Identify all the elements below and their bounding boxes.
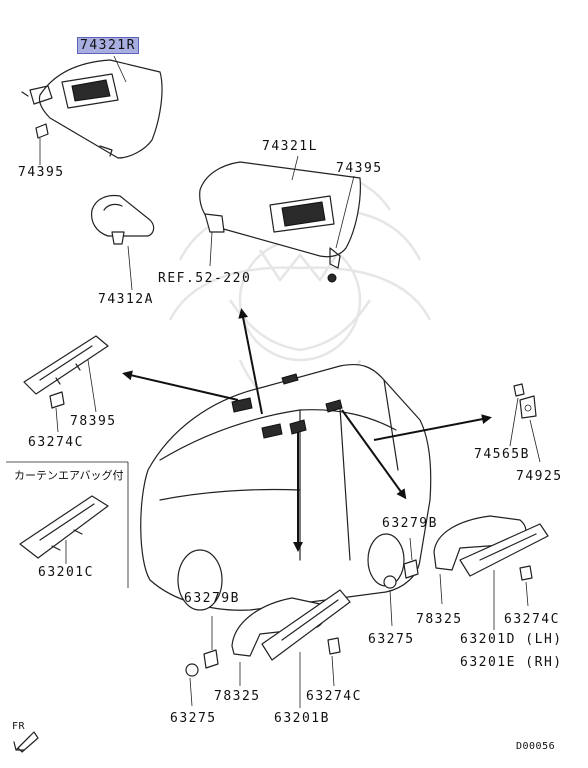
leader-mirror	[127, 245, 133, 291]
label-mirror: 74312A	[98, 292, 154, 307]
leader-clip-top-right	[335, 175, 355, 249]
rail-bracket	[19, 495, 109, 559]
label-grip-l-assy: 63201B	[274, 711, 330, 726]
label-grip-r-cap: 63275	[368, 632, 415, 647]
label-note: カーテンエアバッグ付	[14, 469, 124, 482]
leader-hook-clip	[529, 419, 541, 463]
label-grip-r-lh: 63201D (LH)	[460, 632, 563, 647]
label-hook-part: 74565B	[474, 447, 530, 462]
assist-grip-right	[383, 515, 549, 589]
label-grip-l-spacer: 78325	[214, 689, 261, 704]
leader-grip-l-bolt	[331, 655, 335, 687]
leader-grip-r-bolt	[525, 581, 529, 607]
label-ref: REF.52-220	[158, 271, 252, 286]
note-box	[6, 461, 129, 588]
leader-grip-r-spacer	[439, 573, 443, 605]
label-grip-r-rh: 63201E (RH)	[460, 655, 563, 670]
label-grip-r-spacer: 78325	[416, 612, 463, 627]
label-visor-lh: 74321L	[262, 139, 318, 154]
bracket-left	[23, 335, 109, 409]
rearview-mirror	[91, 194, 155, 245]
leader-bracket-left	[87, 359, 97, 413]
label-visor-rh: 74321R	[77, 37, 139, 54]
label-fr: FR	[12, 721, 26, 732]
label-diagram-code: D00056	[516, 741, 556, 752]
label-clip-top-right: 74395	[336, 161, 383, 176]
leader-grip-r-screwcap	[409, 537, 413, 561]
sun-visor-lh	[199, 161, 361, 283]
hook-parts	[513, 383, 537, 419]
label-grip-l-screwcap: 63279B	[184, 591, 240, 606]
label-grip-r-bolt: 63274C	[504, 612, 560, 627]
leader-grip-l-cap	[189, 677, 193, 707]
label-clip-top-left: 74395	[18, 165, 65, 180]
vehicle-outline	[140, 363, 432, 611]
leader-bolt-left	[55, 407, 59, 433]
label-bracket-left: 78395	[70, 414, 117, 429]
label-grip-l-bolt: 63274C	[306, 689, 362, 704]
assist-grip-left	[185, 589, 351, 677]
label-bolt-left: 63274C	[28, 435, 84, 450]
pointer-arrows	[122, 308, 492, 552]
front-direction-arrow-icon	[13, 731, 39, 753]
leader-visor-rh	[113, 55, 127, 83]
label-hook-clip: 74925	[516, 469, 563, 484]
leader-hook-part	[509, 397, 519, 447]
leader-ref	[209, 231, 213, 267]
leader-visor-lh	[291, 155, 299, 181]
label-grip-l-cap: 63275	[170, 711, 217, 726]
label-rail-bracket: 63201C	[38, 565, 94, 580]
label-grip-r-screwcap: 63279B	[382, 516, 438, 531]
leader-grip-r-cap	[389, 589, 393, 627]
sun-visor-rh	[21, 59, 163, 159]
